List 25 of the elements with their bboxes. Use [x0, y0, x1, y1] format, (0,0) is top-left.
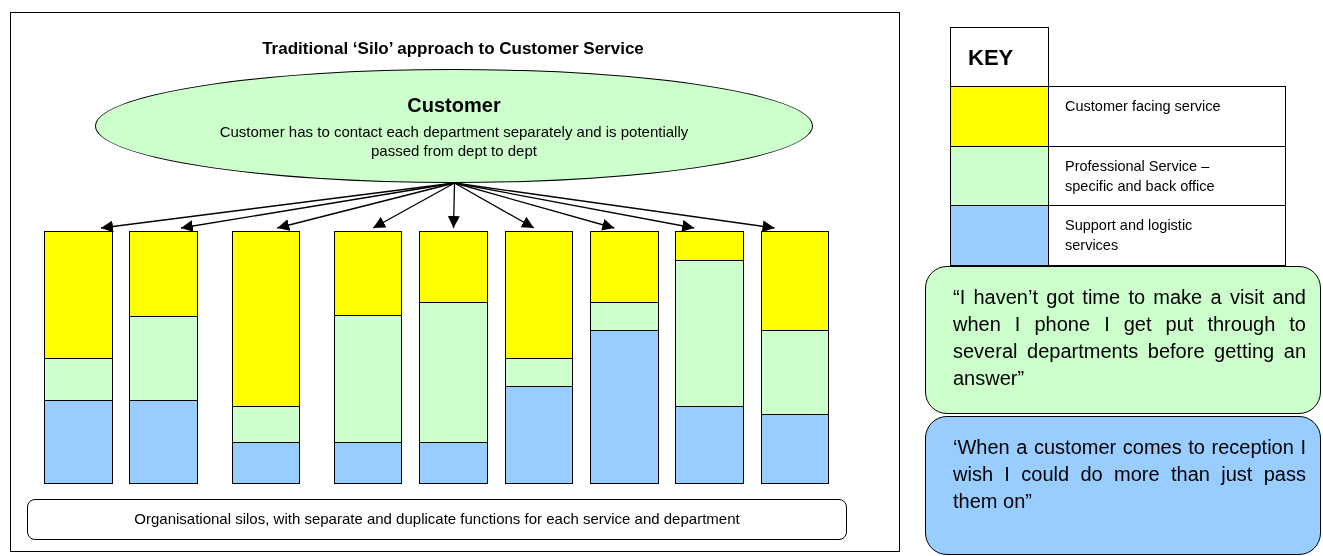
diagram-title: Traditional ‘Silo’ approach to Customer Service [261, 38, 645, 60]
legend-text: Customer facing service [1065, 97, 1222, 116]
quote-text: “I haven’t got time to make a visit and when I phone I get put through to several departments before getting an answer” [953, 285, 1306, 391]
silo-bar [590, 231, 659, 484]
silo-bar [232, 231, 300, 484]
silo-bar [129, 231, 198, 484]
silo-bar [505, 231, 573, 484]
arrow [372, 182, 456, 229]
node-description: Customer has to contact each department separately and is potentially passed from dept to dept [218, 121, 690, 160]
caption-box [27, 499, 847, 540]
legend-text: Professional Service – specific and back office [1065, 156, 1216, 196]
quote-box [925, 266, 1321, 414]
silo-bar [761, 231, 829, 484]
arrow [447, 182, 460, 229]
legend-text: Support and logistic services [1065, 216, 1194, 255]
silo-bar [334, 231, 402, 484]
silo-bar [44, 231, 113, 484]
caption-text: Organisational silos, with separate and duplicate functions for each service and department [134, 509, 740, 530]
quote-text: ‘When a customer comes to reception I wish I could do more than just pass them on” [953, 435, 1306, 514]
silo-bar [419, 231, 488, 484]
silo-bar [675, 231, 744, 484]
key-heading: KEY [968, 44, 1014, 72]
arrow [453, 182, 535, 229]
quote-box [925, 416, 1321, 555]
node-heading: Customer [407, 92, 501, 118]
